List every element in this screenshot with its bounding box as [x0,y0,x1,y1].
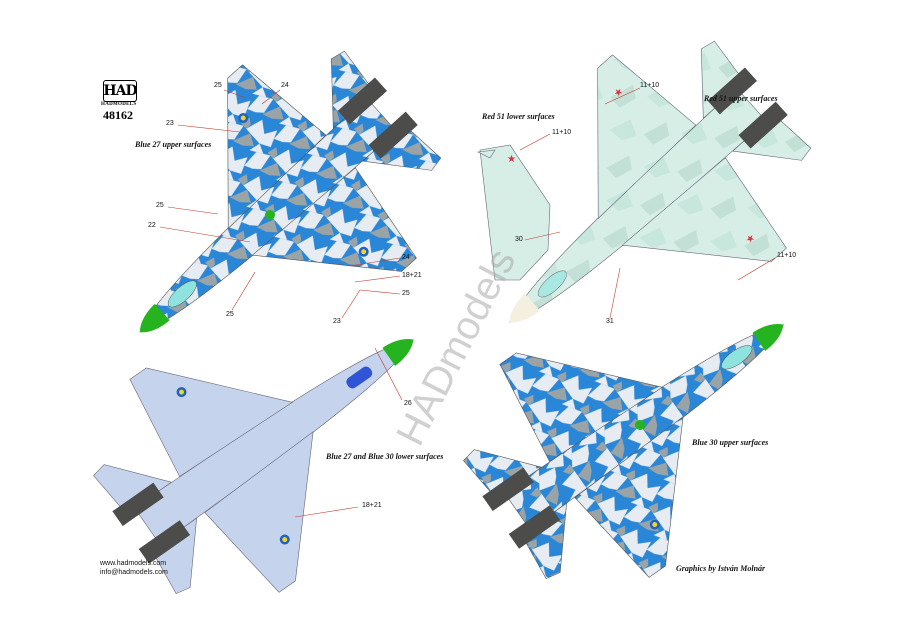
caption-blue30-upper: Blue 30 upper surfaces [692,438,769,447]
blue27-upper-aircraft [139,50,442,333]
callout-24-top: 24 [281,82,289,89]
svg-text:★: ★ [507,154,516,165]
callout-18-21-b: 18+21 [362,502,382,509]
product-code: 48162 [103,108,133,122]
callout-25-top: 25 [214,82,222,89]
callout-25-right: 25 [402,290,410,297]
email-link[interactable]: info@hadmodels.com [100,569,168,576]
callout-23-bottom: 23 [333,318,341,325]
callout-26: 26 [404,400,412,407]
logo-subtext: HADMODELS [101,102,137,107]
callout-11-10-top: 11+10 [640,82,660,89]
callout-31: 31 [606,318,614,325]
callout-11-10-fin: 11+10 [552,129,572,136]
red51-upper-aircraft: ★ ★ [509,40,812,323]
callout-25-bottom: 25 [226,311,234,318]
callout-23-left: 23 [166,120,174,127]
logo-text: HAD [103,83,137,99]
had-logo: HAD [103,80,138,102]
leader-lines [159,87,776,518]
red51-fin: ★ [476,144,551,281]
callout-11-10-wing: 11+10 [777,252,797,259]
callout-18-21-a: 18+21 [402,272,422,279]
callout-25-mid: 25 [156,202,164,209]
blue30-upper-aircraft [463,324,784,580]
caption-credits: Graphics by István Molnár [676,564,766,573]
caption-blue27-upper: Blue 27 upper surfaces [135,140,212,149]
caption-blue-lower: Blue 27 and Blue 30 lower surfaces [326,452,444,461]
blue-lower-aircraft [93,339,414,595]
website-link[interactable]: www.hadmodels.com [100,560,167,567]
callout-22: 22 [148,222,156,229]
caption-red51-upper: Red 51 upper surfaces [704,94,778,103]
callout-30: 30 [515,236,523,243]
callout-24-right: 24 [402,254,410,261]
caption-red51-lower: Red 51 lower surfaces [482,112,555,121]
